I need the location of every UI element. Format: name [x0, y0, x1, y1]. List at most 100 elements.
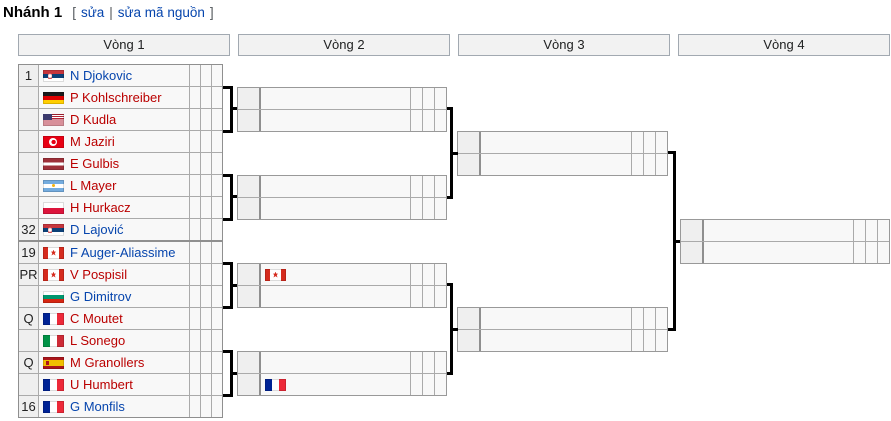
flag-france-icon[interactable] — [265, 378, 286, 391]
score-cell — [853, 242, 865, 263]
player-name-link[interactable]: P Kohlschreiber — [70, 90, 162, 105]
player-name-link[interactable]: C Moutet — [70, 311, 123, 326]
player-name-link[interactable]: M Jaziri — [70, 134, 115, 149]
seed-cell: Q — [19, 308, 39, 329]
player-name-link[interactable]: D Lajović — [70, 222, 124, 237]
player-cell: L Sonego — [39, 330, 189, 351]
score-cell — [410, 110, 422, 131]
player-name-link[interactable]: G Monfils — [70, 399, 125, 414]
score-cell — [410, 176, 422, 197]
score-cell — [643, 132, 655, 153]
score-cell — [865, 242, 877, 263]
flag-united-states-icon[interactable] — [43, 113, 64, 126]
score-cell — [200, 175, 211, 196]
player-slot: U Humbert — [19, 374, 222, 396]
edit-source-link[interactable]: sửa mã nguồn — [117, 5, 205, 20]
score-cell — [211, 330, 222, 351]
score-cell — [189, 131, 200, 152]
flag-france-icon[interactable] — [43, 312, 64, 325]
score-cell — [189, 308, 200, 329]
round3-match-2 — [457, 307, 668, 352]
player-name-link[interactable]: G Dimitrov — [70, 289, 132, 304]
score-cell — [211, 197, 222, 218]
seed-cell — [19, 87, 39, 108]
player-name-link[interactable]: H Hurkacz — [70, 200, 131, 215]
flag-serbia-icon[interactable] — [43, 223, 64, 236]
round2-match-3 — [237, 263, 447, 308]
section-heading: Nhánh 1 [ sửa | sửa mã nguồn ] — [3, 4, 214, 21]
player-name-link[interactable]: L Mayer — [70, 178, 117, 193]
score-cell — [211, 109, 222, 130]
player-cell — [261, 110, 410, 131]
round3-match-1 — [457, 131, 668, 176]
score-cell — [655, 154, 667, 175]
player-cell: M Granollers — [39, 352, 189, 373]
score-cell — [200, 153, 211, 174]
score-cell — [211, 374, 222, 395]
player-cell: D Lajović — [39, 219, 189, 240]
seed-cell: 19 — [19, 242, 39, 263]
flag-argentina-icon[interactable] — [43, 179, 64, 192]
player-cell: G Dimitrov — [39, 286, 189, 307]
seed-cell — [458, 308, 481, 329]
connector-stub-r3m2 — [453, 328, 458, 331]
score-cell — [211, 219, 222, 240]
player-name-link[interactable]: D Kudla — [70, 112, 117, 127]
flag-canada-icon[interactable] — [43, 246, 64, 259]
score-cell — [410, 264, 422, 285]
flag-france-icon[interactable] — [43, 400, 64, 413]
score-cell — [434, 374, 446, 395]
player-name-link[interactable]: M Granollers — [70, 355, 145, 370]
flag-germany-icon[interactable] — [43, 91, 64, 104]
flag-canada-icon[interactable] — [265, 268, 286, 281]
flag-france-icon[interactable] — [43, 378, 64, 391]
player-slot: M Jaziri — [19, 131, 222, 153]
player-name-link[interactable]: N Djokovic — [70, 68, 133, 83]
connector-r3-pair1 — [668, 151, 676, 331]
score-cell — [211, 87, 222, 108]
player-name-link[interactable]: V Pospisil — [70, 267, 128, 282]
seed-cell — [238, 352, 261, 373]
flag-italy-icon[interactable] — [43, 334, 64, 347]
flag-spain-icon[interactable] — [43, 356, 64, 369]
score-cell — [200, 374, 211, 395]
round1-header: Vòng 1 — [18, 34, 230, 56]
seed-cell — [238, 286, 261, 307]
score-cell — [422, 110, 434, 131]
flag-tunisia-icon[interactable] — [43, 135, 64, 148]
score-cell — [211, 286, 222, 307]
player-cell — [481, 154, 631, 175]
seed-cell — [238, 264, 261, 285]
player-cell — [704, 220, 853, 241]
player-name-link[interactable]: F Auger-Aliassime — [70, 245, 176, 260]
player-slot — [681, 242, 889, 263]
flag-canada-icon[interactable] — [43, 268, 64, 281]
player-slot — [238, 374, 446, 395]
score-cell — [200, 197, 211, 218]
flag-poland-icon[interactable] — [43, 201, 64, 214]
score-cell — [643, 308, 655, 329]
seed-cell — [19, 286, 39, 307]
connector-stub-r3m1 — [453, 152, 458, 155]
flag-serbia-icon[interactable] — [43, 69, 64, 82]
player-name-link[interactable]: E Gulbis — [70, 156, 120, 171]
flag-latvia-icon[interactable] — [43, 157, 64, 170]
player-slot — [458, 132, 667, 154]
player-slot — [238, 264, 446, 286]
seed-cell: Q — [19, 352, 39, 373]
player-cell — [261, 176, 410, 197]
player-name-link[interactable]: U Humbert — [70, 377, 133, 392]
player-name-link[interactable]: L Sonego — [70, 333, 126, 348]
score-cell — [200, 352, 211, 373]
score-cell — [631, 132, 643, 153]
flag-bulgaria-icon[interactable] — [43, 290, 64, 303]
edit-link[interactable]: sửa — [80, 5, 105, 20]
player-cell: U Humbert — [39, 374, 189, 395]
seed-cell — [19, 109, 39, 130]
player-slot — [238, 198, 446, 219]
score-cell — [189, 396, 200, 417]
